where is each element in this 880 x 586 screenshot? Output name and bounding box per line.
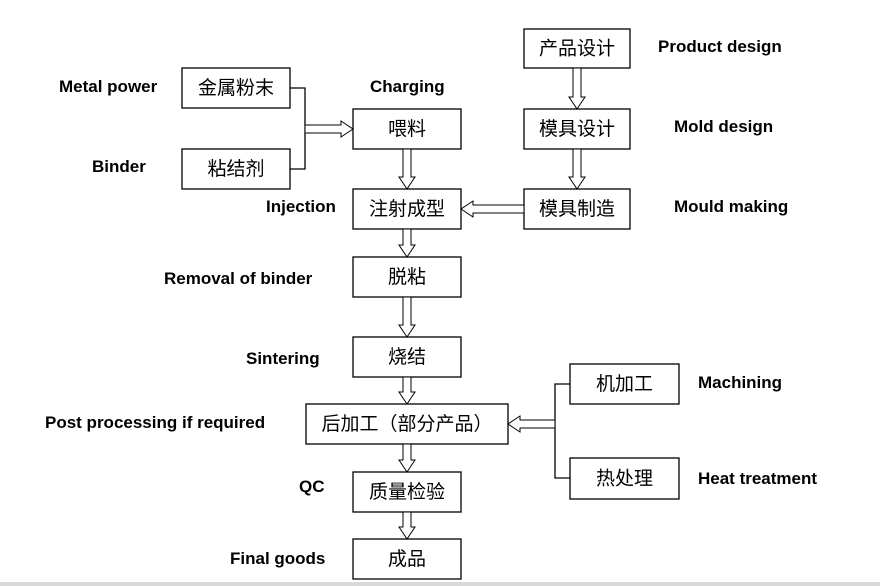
box-frame [523, 28, 631, 69]
box-machining: 机加工 [569, 363, 680, 405]
arrow-mold-design-to-making [568, 148, 586, 190]
box-frame [569, 363, 680, 405]
box-frame [523, 188, 631, 230]
arrow-charging-to-injection [398, 148, 416, 190]
arrow-debinding-to-sintering [398, 296, 416, 338]
arrow-product-to-mold-design [568, 67, 586, 110]
label-debinding: Removal of binder [164, 269, 313, 288]
box-post-processing: 后加工（部分产品） [305, 403, 509, 445]
label-heat-treatment: Heat treatment [698, 469, 817, 488]
box-heat-treatment: 热处理 [569, 457, 680, 500]
arrow-qc-to-final [398, 511, 416, 540]
label-machining: Machining [698, 373, 782, 392]
box-text: 粘结剂 [207, 158, 264, 180]
arrow-inputs-to-charging [304, 120, 354, 138]
bottom-scrollbar [0, 582, 880, 586]
label-injection: Injection [266, 197, 336, 216]
box-metal-powder: 金属粉末 [181, 67, 291, 109]
label-metal-powder: Metal power [59, 77, 158, 96]
box-mould-making: 模具制造 [523, 188, 631, 230]
post-process-merge-connector [554, 383, 570, 479]
label-mold-design: Mold design [674, 117, 773, 136]
box-text: 质量检验 [369, 481, 445, 503]
arrow-sintering-to-post [398, 376, 416, 405]
label-charging: Charging [370, 77, 445, 96]
box-frame [352, 256, 462, 298]
box-text: 烧结 [388, 346, 426, 368]
box-sintering: 烧结 [352, 336, 462, 378]
input-merge-connector [290, 87, 306, 170]
box-text: 机加工 [596, 373, 653, 395]
box-text: 脱粘 [388, 266, 426, 288]
box-text: 热处理 [596, 468, 653, 490]
box-text: 模具设计 [539, 118, 615, 140]
box-binder: 粘结剂 [181, 148, 291, 190]
box-frame [523, 108, 631, 150]
box-injection: 注射成型 [352, 188, 462, 230]
box-frame [181, 67, 291, 109]
box-text: 喂料 [388, 118, 426, 140]
box-mold-design: 模具设计 [523, 108, 631, 150]
label-binder: Binder [92, 157, 146, 176]
arrow-injection-to-debinding [398, 228, 416, 258]
label-final-goods: Final goods [230, 549, 325, 568]
label-sintering: Sintering [246, 349, 320, 368]
box-text: 后加工（部分产品） [321, 413, 492, 435]
arrow-mould-to-injection [460, 200, 525, 218]
box-text: 模具制造 [539, 198, 615, 220]
box-qc: 质量检验 [352, 471, 462, 513]
box-charging: 喂料 [352, 108, 462, 150]
arrow-machining-to-post [507, 415, 556, 433]
box-text: 成品 [388, 548, 426, 570]
box-final-goods: 成品 [352, 538, 462, 580]
label-post-processing: Post processing if required [45, 413, 265, 432]
arrow-post-to-qc [398, 443, 416, 473]
label-mould-making: Mould making [674, 197, 788, 216]
box-frame [569, 457, 680, 500]
box-frame [352, 188, 462, 230]
box-debinding: 脱粘 [352, 256, 462, 298]
box-frame [181, 148, 291, 190]
label-qc: QC [299, 477, 325, 496]
label-product-design: Product design [658, 37, 782, 56]
box-text: 金属粉末 [198, 77, 274, 99]
box-text: 注射成型 [369, 198, 445, 220]
box-text: 产品设计 [539, 38, 615, 60]
box-product-design: 产品设计 [523, 28, 631, 69]
